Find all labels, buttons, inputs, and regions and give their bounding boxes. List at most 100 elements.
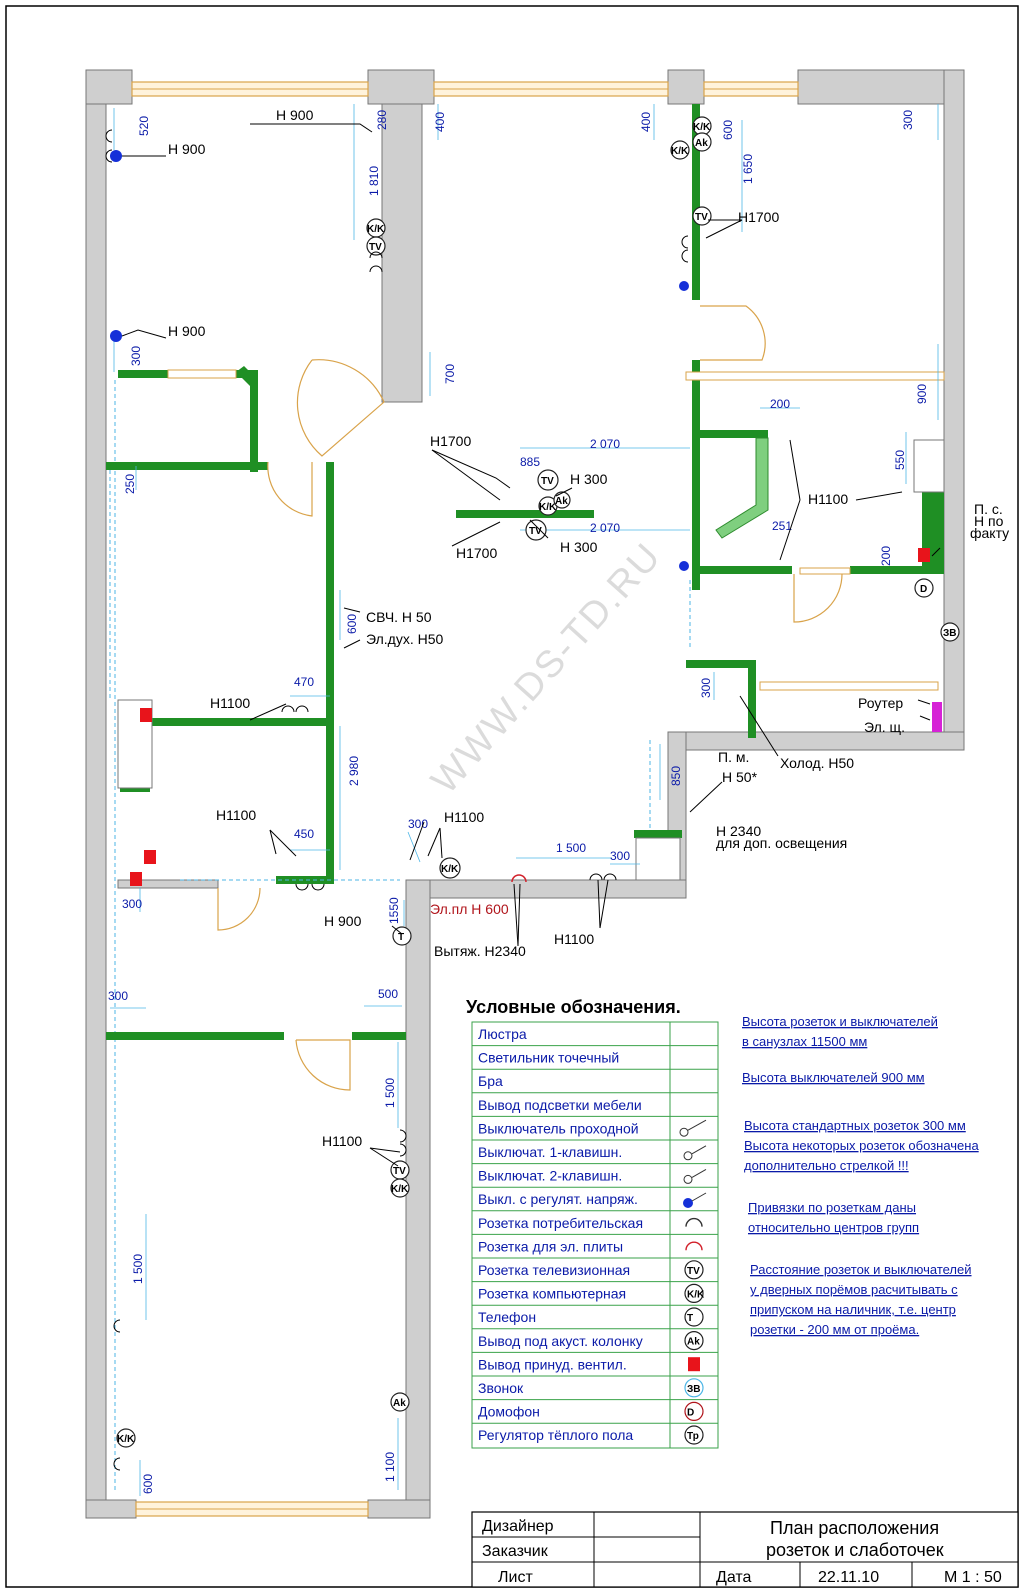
legend-row-label: Розетка компьютерная — [478, 1286, 626, 1302]
windows — [114, 81, 799, 1517]
legend-row-label: Вывод принуд. вентил. — [478, 1356, 627, 1372]
svg-text:K/K: K/K — [539, 502, 557, 513]
dim-600b: 600 — [345, 614, 359, 634]
dim-300d: 300 — [408, 817, 428, 831]
note-5a: Расстояние розеток и выключателей — [750, 1262, 972, 1277]
dim-300b: 300 — [129, 346, 143, 366]
legend-row-label: Домофон — [478, 1404, 540, 1420]
tb-sheet: Лист — [498, 1569, 533, 1586]
dim-1810: 1 810 — [367, 166, 381, 196]
svg-text:K/K: K/K — [391, 1184, 409, 1195]
tb-scale: М 1 : 50 — [944, 1569, 1002, 1586]
legend-row-label: Выключатель проходной — [478, 1120, 639, 1136]
dimmer-switch-3 — [679, 281, 689, 291]
kk-symbol-1: K/K — [366, 218, 386, 238]
legend-row-label: Розетка для эл. плиты — [478, 1238, 623, 1254]
dim-500: 500 — [378, 987, 398, 1001]
label-h1100-c: H1100 — [216, 807, 256, 823]
dim-300a: 300 — [901, 110, 915, 130]
dimmer-switch-2 — [110, 330, 122, 342]
zv-symbol-1: ЗВ — [940, 622, 960, 642]
t-symbol-1: T — [392, 926, 412, 946]
dim-280: 280 — [375, 110, 389, 130]
svg-text:D: D — [920, 584, 927, 595]
label-h1700-a: H1700 — [738, 209, 779, 225]
note-5c: припуском на наличник, т.е. центр — [750, 1302, 956, 1317]
kk-symbol-5: K/K — [439, 857, 461, 879]
dim-600: 600 — [721, 120, 735, 140]
tb-customer: Заказчик — [482, 1543, 549, 1560]
consumer-socket-icon — [685, 1217, 703, 1227]
label-h300-a: H 300 — [570, 471, 608, 487]
legend-row-label: Розетка потребительская — [478, 1215, 643, 1231]
dim-1100: 1 100 — [383, 1452, 397, 1482]
kk-symbol-2: K/K — [692, 116, 712, 136]
speaker-outlet-icon: Ak — [687, 1337, 700, 1348]
svg-text:K/K: K/K — [117, 1434, 135, 1445]
svg-text:Ak: Ak — [555, 496, 568, 507]
note-1b: в санузлах 11500 мм — [742, 1034, 867, 1049]
legend-row-label: Выкл. с регулят. напряж. — [478, 1191, 638, 1207]
vent-outlet-4 — [918, 548, 930, 562]
label-ps: П. с. — [974, 501, 1003, 517]
legend-row-label: Бра — [478, 1073, 503, 1089]
vent-outlet-1 — [140, 708, 152, 722]
stove-socket-icon — [685, 1241, 703, 1251]
kk-symbol-7: K/K — [116, 1428, 136, 1448]
svg-text:ЗВ: ЗВ — [943, 628, 957, 639]
switch-2-icon — [683, 1174, 693, 1184]
legend-row-label: Вывод подсветки мебели — [478, 1097, 642, 1113]
switch-2-icon-lever — [691, 1168, 707, 1178]
svg-text:Ak: Ak — [695, 138, 708, 149]
switch-1-icon — [683, 1151, 693, 1161]
label-eldukh: Эл.дух. Н50 — [366, 631, 444, 647]
dim-550: 550 — [893, 450, 907, 470]
computer-socket-icon: K/K — [687, 1289, 705, 1300]
tv-symbol-2: TV — [692, 206, 712, 226]
floor-heating-regulator-icon-ring — [684, 1425, 704, 1445]
dim-2070b: 2 070 — [590, 521, 620, 535]
label-hpo: Н по — [974, 513, 1004, 529]
dimension-lines — [110, 104, 939, 1496]
note-4b: относительно центров групп — [748, 1220, 919, 1235]
label-h1700-b: H1700 — [430, 433, 471, 449]
tb-designer: Дизайнер — [482, 1518, 554, 1535]
dimmer-switch-icon — [683, 1198, 693, 1208]
doors — [109, 305, 843, 1091]
tv-socket-icon: TV — [687, 1266, 700, 1277]
dim-1500a: 1 500 — [556, 841, 586, 855]
label-h1700-c: H1700 — [456, 545, 497, 561]
note-1a: Высота розеток и выключателей — [742, 1014, 938, 1029]
watermark: WWW.DS-TD.RU — [423, 535, 669, 802]
label-h1100-e: H1100 — [554, 931, 594, 947]
legend-row-label: Вывод под акуст. колонку — [478, 1333, 643, 1349]
d-symbol-1: D — [914, 578, 934, 598]
legend-row-label: Розетка телевизионная — [478, 1262, 630, 1278]
dim-1500c: 1 500 — [131, 1254, 145, 1284]
ak-symbol-2: Ak — [553, 491, 571, 509]
dim-300f: 300 — [610, 849, 630, 863]
legend-row-label: Выключат. 1-клавишн. — [478, 1144, 622, 1160]
dim-300c: 300 — [699, 678, 713, 698]
svg-text:TV: TV — [393, 1166, 406, 1177]
outer-walls — [85, 69, 965, 1519]
dim-200a: 200 — [770, 397, 790, 411]
leader-lines — [121, 123, 941, 1167]
tv-symbol-5: TV — [390, 1160, 410, 1180]
svg-text:Ak: Ak — [393, 1398, 406, 1409]
kk-symbol-6: K/K — [390, 1178, 410, 1198]
label-h300-b: H 300 — [560, 539, 598, 555]
legend-row-label: Телефон — [478, 1309, 536, 1325]
stove-socket — [511, 874, 527, 883]
dim-600c: 600 — [141, 1474, 155, 1494]
label-svch: СВЧ. Н 50 — [366, 609, 432, 625]
label-elpl: Эл.пл Н 600 — [430, 901, 509, 917]
legend-row-label: Светильник точечный — [478, 1050, 619, 1066]
switch-1-icon-lever — [691, 1145, 707, 1155]
vent-outlet-icon — [688, 1357, 700, 1372]
title-block: Дизайнер Заказчик Лист План расположения… — [471, 1511, 1019, 1588]
dim-2980: 2 980 — [347, 756, 361, 786]
label-elshch: Эл. щ. — [864, 719, 905, 735]
label-h900-d: H 900 — [324, 913, 362, 929]
